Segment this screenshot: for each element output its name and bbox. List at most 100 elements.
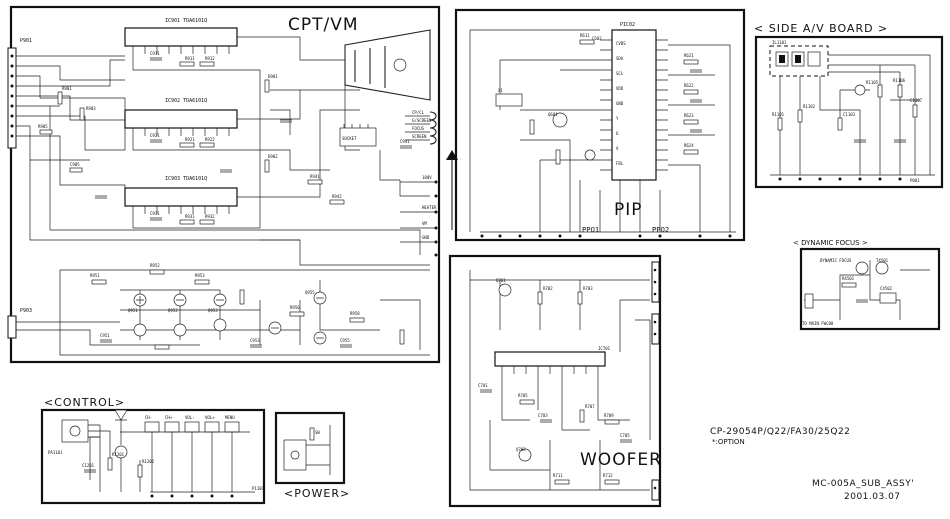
svg-text:V: V — [616, 146, 619, 151]
woofer-title: WOOFER — [580, 450, 662, 470]
svg-text:R942: R942 — [332, 194, 342, 199]
dynamic-focus-section: < DYNAMIC FOCUS > DYNAMIC FOCUS R4501 T4… — [793, 239, 941, 331]
svg-text:R707: R707 — [585, 404, 595, 409]
svg-text:MENU: MENU — [225, 415, 235, 420]
control-wires — [89, 425, 255, 493]
svg-text:Q702: Q702 — [516, 447, 526, 452]
svg-text:VOL-: VOL- — [185, 415, 195, 420]
svg-text:R951: R951 — [90, 273, 100, 278]
svg-text:R931: R931 — [185, 214, 195, 219]
svg-text:FBL: FBL — [616, 161, 624, 166]
svg-text:C703: C703 — [538, 413, 548, 418]
power-switch: SW — [283, 425, 331, 475]
pip-ic-pins — [600, 39, 668, 171]
svg-text:R952: R952 — [150, 263, 160, 268]
control-connector-b: P1101 — [252, 486, 265, 491]
assy-note: MC-005A_SUB_ASSY' — [812, 479, 914, 489]
cpt-vm-title: CPT/VM — [288, 15, 359, 35]
control-connector-a: PA1101 — [48, 450, 63, 455]
svg-text:R901: R901 — [62, 86, 72, 91]
svg-text:G/SCREEN: G/SCREEN — [412, 118, 432, 123]
svg-text:GND: GND — [422, 235, 430, 240]
vm-transistors — [133, 291, 327, 345]
svg-text:D901: D901 — [268, 74, 278, 79]
pip-bottom-pins — [480, 234, 732, 238]
control-ir-receiver — [61, 419, 100, 443]
svg-text:C705: C705 — [620, 433, 630, 438]
dynamic-focus-frame — [799, 247, 941, 331]
side-av-connector: P001 — [910, 178, 920, 183]
svg-text:VOL+: VOL+ — [205, 415, 215, 420]
svg-text:180V: 180V — [422, 175, 432, 180]
svg-text:SCREEN: SCREEN — [412, 134, 427, 139]
svg-text:R624: R624 — [684, 143, 694, 148]
side-av-wires — [770, 54, 935, 176]
control-frame — [40, 408, 266, 505]
svg-text:R1202: R1202 — [142, 459, 155, 464]
power-frame — [274, 411, 346, 485]
svg-text:Y: Y — [616, 116, 619, 121]
svg-text:C953: C953 — [250, 338, 260, 343]
control-section: <CONTROL> PA1101 CH-CH+ VOL-VOL+ MENU — [40, 396, 266, 505]
cpt-vm-frame — [9, 5, 441, 364]
power-section: <POWER> SW — [274, 411, 350, 500]
svg-text:VDD: VDD — [616, 86, 624, 91]
cpt-ic-2-label: IC902 TDA6101Q — [165, 98, 207, 104]
cpt-left-connector — [7, 47, 17, 149]
svg-text:CVBS: CVBS — [616, 41, 626, 46]
vm-left-connector — [7, 315, 17, 339]
svg-text:SCL: SCL — [616, 71, 624, 76]
svg-text:R703: R703 — [583, 286, 593, 291]
svg-text:R1201: R1201 — [112, 452, 125, 457]
svg-text:C602: C602 — [592, 36, 602, 41]
dynamic-focus-wires — [804, 260, 930, 320]
svg-text:SW: SW — [315, 430, 320, 435]
svg-text:R623: R623 — [684, 113, 694, 118]
svg-text:C1201: C1201 — [82, 463, 95, 468]
cpt-bus-wires — [29, 36, 430, 266]
svg-text:C931: C931 — [150, 211, 160, 216]
side-av-title: < SIDE A/V BOARD > — [754, 22, 888, 35]
svg-text:T4501: T4501 — [876, 258, 889, 263]
svg-text:R921: R921 — [185, 137, 195, 142]
svg-text:R1106: R1106 — [893, 78, 906, 83]
cpt-input-label: P901 — [20, 38, 32, 44]
svg-text:R611: R611 — [580, 33, 590, 38]
svg-text:R709: R709 — [604, 413, 614, 418]
woofer-frame — [448, 254, 662, 508]
pip-title: PIP — [614, 200, 643, 220]
svg-text:CH+: CH+ — [165, 415, 173, 420]
svg-text:R705: R705 — [518, 393, 528, 398]
svg-text:Q952: Q952 — [168, 308, 178, 313]
svg-text:R1102: R1102 — [803, 104, 816, 109]
svg-text:R922: R922 — [205, 137, 215, 142]
svg-text:Q951: Q951 — [128, 308, 138, 313]
dynamic-focus-parts: DYNAMIC FOCUS R4501 T4501 C4502 — [804, 258, 897, 309]
svg-text:FOCUS: FOCUS — [412, 126, 425, 131]
power-title: <POWER> — [284, 487, 350, 500]
svg-text:R712: R712 — [603, 473, 613, 478]
control-title: <CONTROL> — [44, 396, 125, 409]
cpt-ic-1-label: IC901 TDA6101Q — [165, 18, 207, 24]
dynamic-focus-title: < DYNAMIC FOCUS > — [793, 239, 868, 247]
pip-connector-left: PP01 — [582, 226, 599, 234]
svg-text:R953: R953 — [195, 273, 205, 278]
svg-text:R622: R622 — [684, 83, 694, 88]
dynamic-focus-note: TO MAIN FWC08 — [802, 321, 834, 326]
woofer-right-connector — [651, 261, 660, 501]
cpt-ic-2: IC902 TDA6101Q — [124, 98, 238, 136]
svg-text:D902: D902 — [268, 154, 278, 159]
date-note: 2001.03.07 — [844, 492, 901, 502]
side-av-frame — [754, 35, 944, 189]
svg-text:C955: C955 — [340, 338, 350, 343]
control-key-switches: CH-CH+ VOL-VOL+ MENU — [120, 415, 250, 492]
svg-text:C911: C911 — [150, 51, 160, 56]
cpt-passive-components — [39, 57, 412, 225]
svg-text:CP/CL: CP/CL — [412, 110, 425, 115]
svg-text:R958: R958 — [350, 311, 360, 316]
svg-text:R941: R941 — [310, 174, 320, 179]
